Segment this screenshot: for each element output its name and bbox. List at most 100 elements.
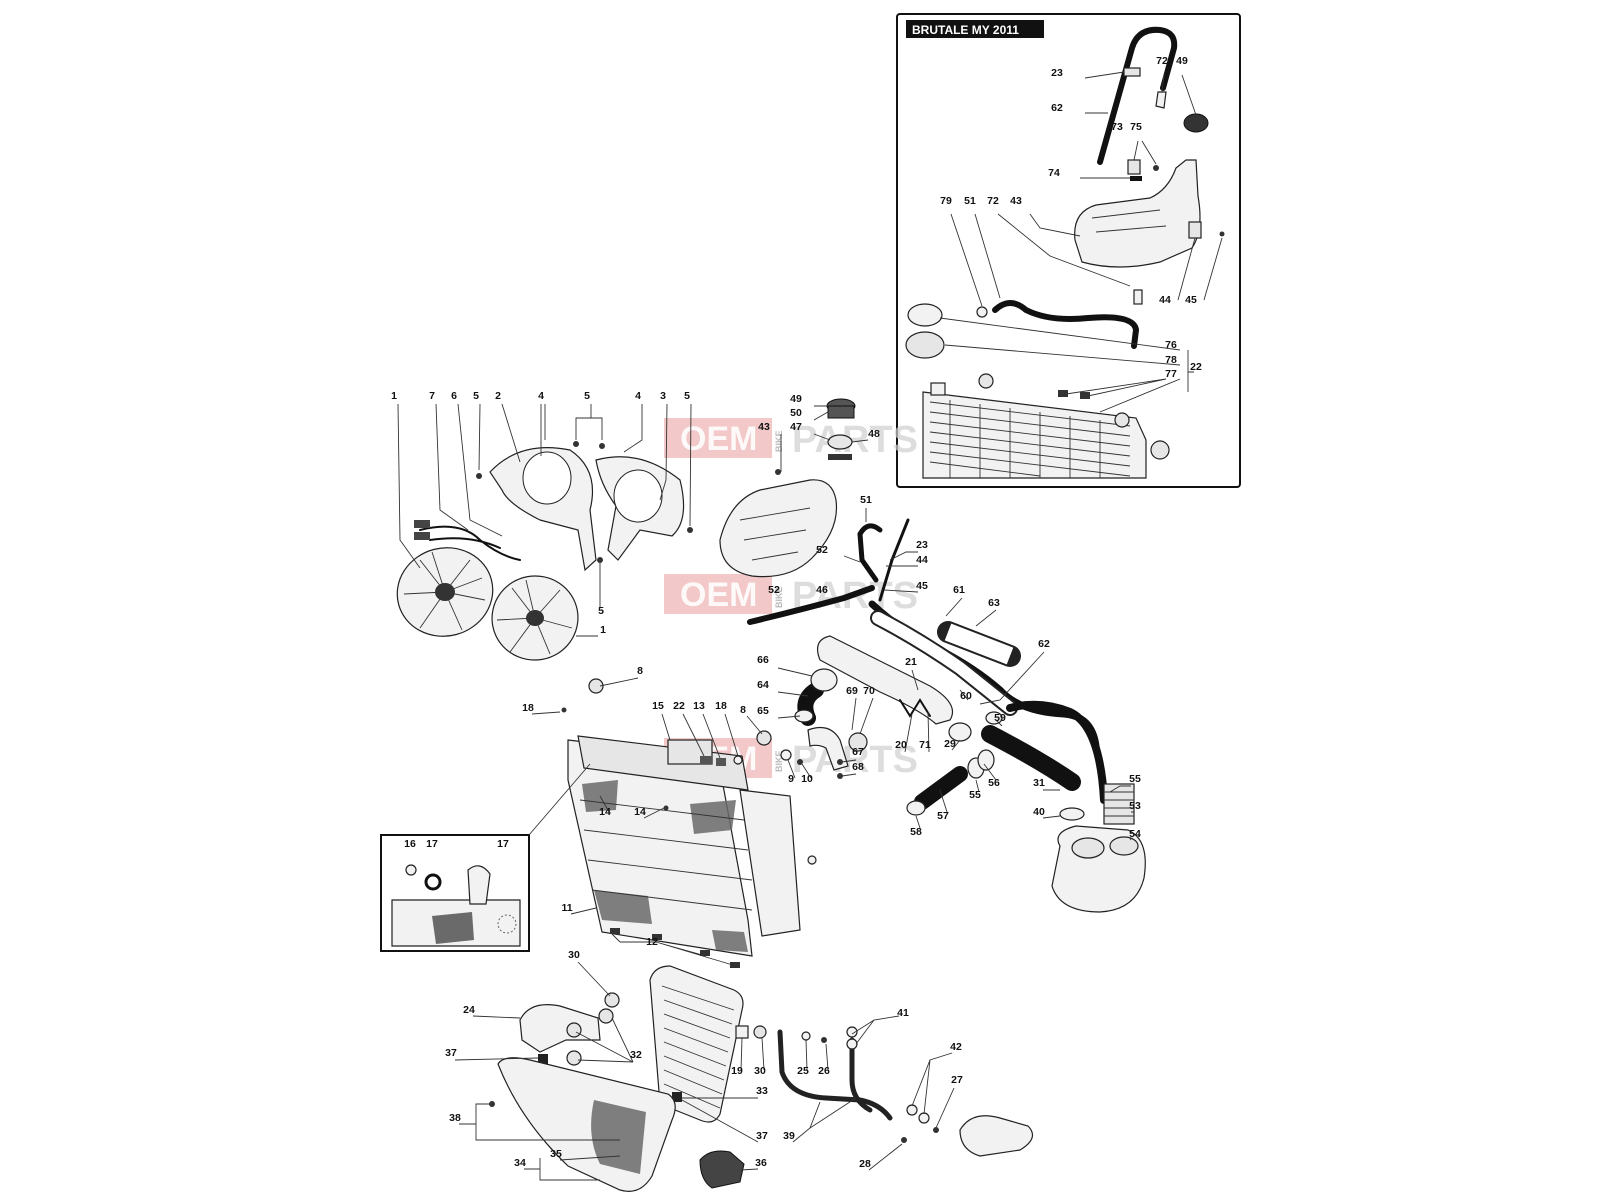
callout-43: 43 <box>1010 195 1022 207</box>
callout-62: 62 <box>1051 102 1063 114</box>
bush-8a <box>588 678 604 694</box>
guard-mesh <box>591 1100 646 1174</box>
callout-39: 39 <box>783 1130 795 1142</box>
callout-14: 14 <box>634 806 646 818</box>
callout-45: 45 <box>916 580 928 592</box>
callout-50: 50 <box>790 407 802 419</box>
callout-16: 16 <box>404 838 416 850</box>
callout-15: 15 <box>652 700 664 712</box>
callout-76: 76 <box>1165 339 1177 351</box>
spacer-32a <box>598 1008 614 1024</box>
callout-5: 5 <box>598 605 604 617</box>
callout-74: 74 <box>1048 167 1060 179</box>
callout-52: 52 <box>816 544 828 556</box>
callout-19: 19 <box>731 1065 743 1077</box>
expansion-tank-43-inset <box>1074 159 1201 268</box>
oil-cooler <box>649 965 744 1123</box>
callout-65: 65 <box>757 705 769 717</box>
callout-72: 72 <box>1156 55 1168 67</box>
callout-41: 41 <box>897 1007 909 1019</box>
callout-64: 64 <box>757 679 769 691</box>
callout-62: 62 <box>1038 638 1050 650</box>
callout-51: 51 <box>964 195 976 207</box>
spacer-32c <box>566 1050 582 1066</box>
main-radiator <box>567 735 817 957</box>
spacer-32b <box>566 1022 582 1038</box>
screw-5c <box>599 443 605 449</box>
hose-62-inset <box>1097 26 1178 165</box>
radiator-22-inset <box>922 373 1170 479</box>
screw-45-inset <box>1219 231 1225 237</box>
screw-27 <box>933 1127 939 1133</box>
callout-28: 28 <box>859 1158 871 1170</box>
leader-lines <box>397 403 1134 1181</box>
hose-63-inner <box>944 623 1014 665</box>
spacer-30a <box>604 992 620 1008</box>
screw-13 <box>716 758 726 766</box>
callout-2: 2 <box>495 390 501 402</box>
watermark-1: OEM BIKE PARTS <box>664 418 918 461</box>
callout-63: 63 <box>988 597 1000 609</box>
svg-text:OEM: OEM <box>680 576 757 614</box>
callout-40: 40 <box>1033 806 1045 818</box>
callout-5: 5 <box>684 390 690 402</box>
callout-68: 68 <box>852 761 864 773</box>
fitting-22 <box>700 756 712 764</box>
screw-68 <box>837 773 843 779</box>
callout-55: 55 <box>969 789 981 801</box>
lower-guard-34-35 <box>497 1057 676 1192</box>
hose-52-main <box>747 585 875 625</box>
callout-36: 36 <box>755 1157 767 1169</box>
hose-31 <box>981 725 1081 791</box>
callout-54: 54 <box>1129 828 1141 840</box>
spring-20-71 <box>899 698 931 718</box>
callout-31: 31 <box>1033 777 1045 789</box>
callout-34: 34 <box>514 1157 526 1169</box>
screw-26 <box>821 1037 827 1043</box>
svg-text:BIKE: BIKE <box>774 430 784 452</box>
o-ring-40 <box>1059 807 1085 821</box>
callout-43: 43 <box>758 421 770 433</box>
washer-18b <box>733 755 743 765</box>
hose-62-main <box>1006 700 1108 804</box>
fitting-72-inset <box>1155 91 1167 109</box>
fan-shroud-left <box>489 447 597 572</box>
callout-44: 44 <box>916 554 928 566</box>
callout-8: 8 <box>740 704 746 716</box>
callout-78: 78 <box>1165 354 1177 366</box>
callout-70: 70 <box>863 685 875 697</box>
callout-45: 45 <box>1185 294 1197 306</box>
hose-60-main-inner <box>872 612 1016 714</box>
washer-42a <box>906 1104 918 1116</box>
callout-13: 13 <box>693 700 705 712</box>
clip-74-inset <box>1130 176 1142 181</box>
callout-22: 22 <box>673 700 685 712</box>
callout-59: 59 <box>994 712 1006 724</box>
cap-76-inset <box>907 303 943 327</box>
callout-17: 17 <box>426 838 438 850</box>
bracket-44-inset <box>1188 221 1202 239</box>
connector-fan-2 <box>414 532 430 540</box>
clamp-79-inset <box>976 306 988 318</box>
callout-29: 29 <box>944 738 956 750</box>
callout-6: 6 <box>451 390 457 402</box>
callout-8: 8 <box>637 665 643 677</box>
callout-73: 73 <box>1111 121 1123 133</box>
neck-78-inset <box>905 331 945 359</box>
screw-43 <box>775 469 781 475</box>
bracket-19 <box>735 1025 749 1039</box>
hose-51-main <box>857 523 883 583</box>
callout-18: 18 <box>715 700 727 712</box>
clamp-56 <box>977 749 995 771</box>
hose-51-inset <box>992 300 1140 349</box>
screw-14 <box>663 805 669 811</box>
screw-75-inset <box>1153 165 1159 171</box>
callout-14: 14 <box>599 806 611 818</box>
clamp-72-inset <box>1133 289 1143 305</box>
washer-42b <box>918 1112 930 1124</box>
callout-75: 75 <box>1130 121 1142 133</box>
fan-left <box>396 547 494 637</box>
bush-8b <box>756 730 772 746</box>
callout-61: 61 <box>953 584 965 596</box>
